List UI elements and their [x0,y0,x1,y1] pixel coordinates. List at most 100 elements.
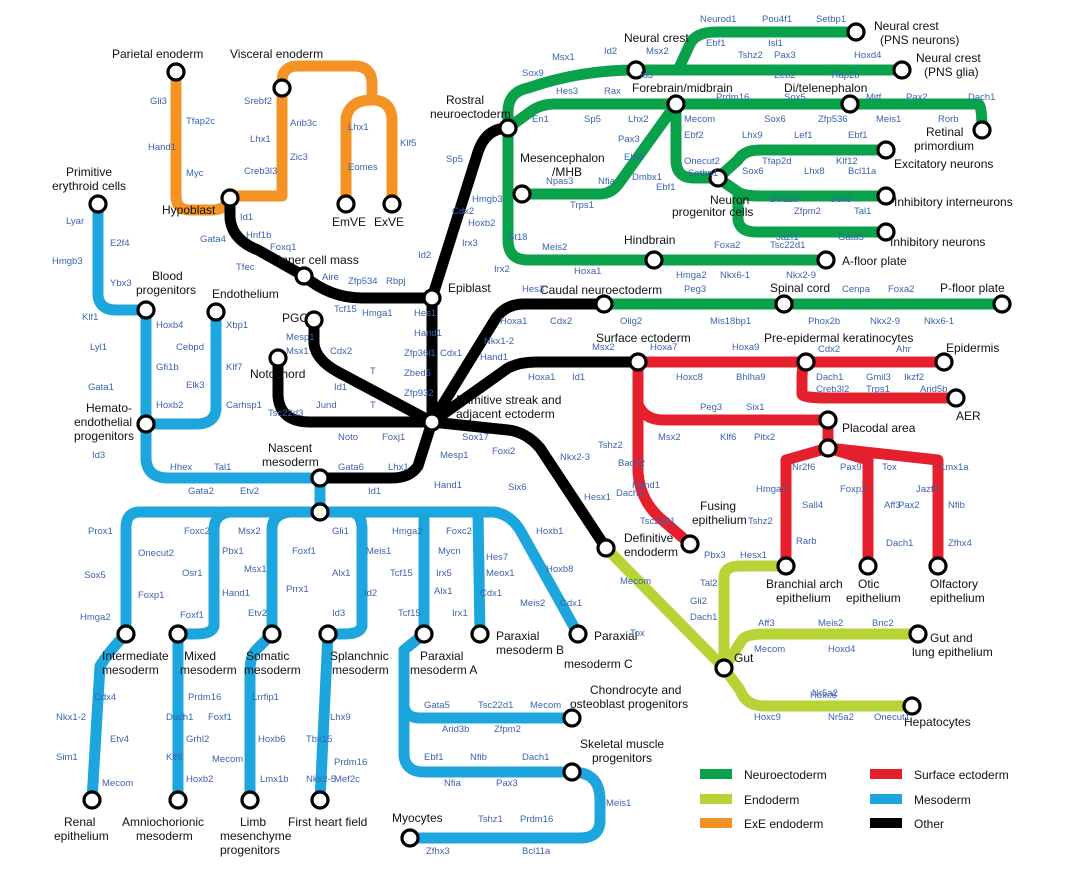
gene-label: Cebpd [176,342,204,353]
station-placodal-area-2[interactable] [818,438,838,458]
station-pre-epidermal[interactable] [796,352,816,372]
gene-label: Mesp1 [286,332,315,343]
gene-label: Hesx1 [584,492,611,503]
station-inhibitory-interneurons[interactable] [876,186,896,206]
station-hypoblast[interactable] [220,188,240,208]
gene-label: Alx1 [434,586,452,597]
gene-label: Hand1 [632,480,660,491]
station-branchial-arch[interactable] [776,556,796,576]
gene-label: Hoxc9 [754,712,781,723]
gene-label: Nfia [598,176,616,187]
gene-label: Bcl11a [522,846,551,857]
station-splanchnic-mesoderm[interactable] [318,624,338,644]
station-primitive-streak[interactable] [422,412,442,432]
station-olfactory-epithelium[interactable] [928,556,948,576]
station-mesencephalon[interactable] [512,184,532,204]
gene-label: Lmx1a [940,462,969,473]
station-forebrain-midbrain[interactable] [666,94,686,114]
station-rostral-neuroectoderm[interactable] [498,118,518,138]
station-otic-epithelium[interactable] [858,556,878,576]
station-gut[interactable] [714,658,734,678]
station-neural-crest-pns-neurons[interactable] [846,22,866,42]
station-paraxial-a[interactable] [414,624,434,644]
line-neuro-npc-ex [712,144,892,184]
station-fusing-epithelium[interactable] [680,534,700,554]
station-aer[interactable] [946,388,966,408]
station-myocytes[interactable] [400,828,420,848]
station-hindbrain[interactable] [644,250,664,270]
station-caudal-neuroectoderm[interactable] [594,294,614,314]
station-epidermis[interactable] [934,352,954,372]
station-notochord[interactable] [268,348,288,368]
station-skeletal-muscle[interactable] [562,762,582,782]
gene-label: Ikzf2 [904,372,924,383]
station-primitive-erythroid[interactable] [88,194,108,214]
gene-label: Hoxb2 [186,774,213,785]
station-exve[interactable] [382,194,402,214]
legend-item: Neuroectoderm [700,768,827,782]
station-hepatocytes[interactable] [902,696,922,716]
station-neural-crest-pns-glia[interactable] [892,60,912,80]
gene-label: Msx2 [238,526,261,537]
gene-label: Msx2 [658,432,681,443]
station-chondrocyte[interactable] [562,708,582,728]
gene-label: Lmx1b [260,774,289,785]
gene-label: Setbp1 [816,14,846,25]
station-gut-lung[interactable] [908,624,928,644]
station-definitive-endoderm[interactable] [596,538,616,558]
gene-label: Xbp1 [226,320,248,331]
station-paraxial-c[interactable] [568,624,588,644]
station-inhibitory-neurons[interactable] [876,222,896,242]
station-endothelium[interactable] [206,302,226,322]
station-neuron-progenitor[interactable] [708,168,728,188]
station-renal-epithelium[interactable] [82,790,102,810]
station-somatic-mesoderm[interactable] [262,624,282,644]
station-first-heart-field[interactable] [310,790,330,810]
label-aer: AER [956,409,981,423]
gene-label: Rarb [796,536,817,547]
gene-label: Grhl2 [186,734,209,745]
station-p-floor-plate[interactable] [992,294,1012,314]
line-other-pgc [308,314,438,428]
gene-label: Nkx2-9 [786,270,816,281]
station-nascent-mesoderm[interactable] [310,468,330,488]
legend-item: Mesoderm [870,793,971,807]
station-excitatory-neurons[interactable] [876,140,896,160]
station-nascent-mesoderm-2[interactable] [310,502,330,522]
line-neuro-crest-top [672,26,862,76]
station-mixed-mesoderm[interactable] [168,624,188,644]
gene-label: Onecut2 [684,156,720,167]
station-spinal-cord[interactable] [774,294,794,314]
station-emve[interactable] [336,194,356,214]
station-epiblast[interactable] [422,288,442,308]
station-retinal-primordium[interactable] [972,120,992,140]
line-other-nascent [314,416,438,484]
station-di-telencephalon[interactable] [840,94,860,114]
gene-label: Hoxd4 [828,644,855,655]
station-paraxial-b[interactable] [470,624,490,644]
station-placodal-area[interactable] [818,410,838,430]
gene-label: Pbx1 [222,546,244,557]
station-blood-progenitors[interactable] [136,300,156,320]
station-neural-crest[interactable] [626,60,646,80]
station-amniochorionic[interactable] [168,790,188,810]
gene-label: Nkx2-9 [870,316,900,327]
station-hemato-endothelial[interactable] [136,414,156,434]
legend-item: Surface ectoderm [870,768,1009,782]
line-meso-erythroid [92,198,152,316]
station-parietal-endoderm[interactable] [166,62,186,82]
station-inner-cell-mass[interactable] [294,266,314,286]
label-otic-1: Otic [858,577,879,591]
station-visceral-endoderm[interactable] [272,78,292,98]
station-pgc[interactable] [304,310,324,330]
station-a-floor-plate[interactable] [816,250,836,270]
gene-label: Foxq1 [270,242,296,253]
station-intermediate-mesoderm[interactable] [116,624,136,644]
line-neuro-hind [502,122,832,266]
gene-label: Hes7 [486,552,508,563]
gene-label: Tox [882,462,897,473]
station-surface-ectoderm[interactable] [628,352,648,372]
station-limb-mesenchyme[interactable] [240,790,260,810]
gene-label: Phox2b [808,316,840,327]
